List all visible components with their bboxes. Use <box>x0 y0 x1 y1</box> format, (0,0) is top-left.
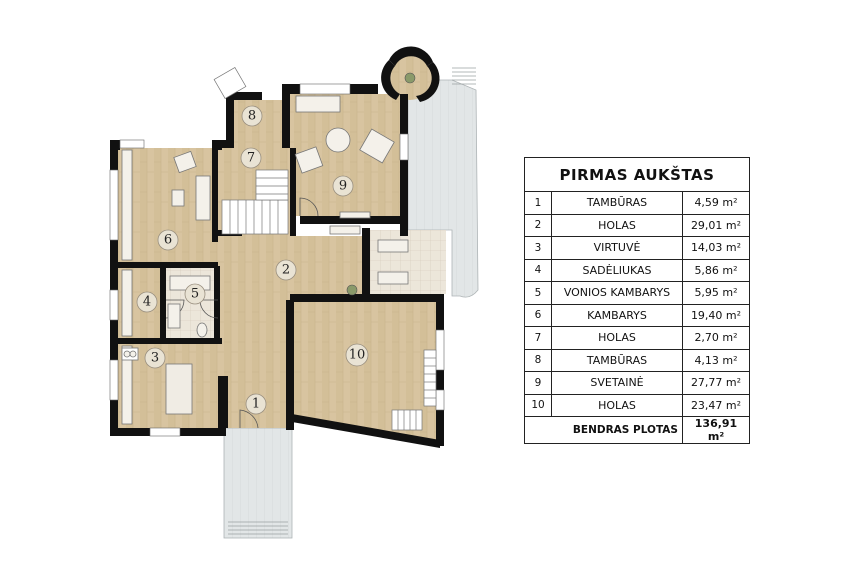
floor-plan: 1 2 3 4 5 6 7 8 9 10 <box>109 46 479 539</box>
plants <box>346 72 416 296</box>
room-label-2: 2 <box>275 259 297 281</box>
room-label-3: 3 <box>144 347 166 369</box>
room-label-1: 1 <box>245 393 267 415</box>
svg-text:2: 2 <box>282 263 290 278</box>
svg-text:5: 5 <box>191 287 199 302</box>
table-title: PIRMAS AUKŠTAS <box>524 157 750 192</box>
room-9-floor <box>290 94 408 216</box>
room-label-10: 10 <box>345 343 369 367</box>
entry-steps-room-8 <box>213 66 247 100</box>
svg-text:9: 9 <box>339 179 347 194</box>
staircase <box>221 169 289 235</box>
right-terrace <box>407 79 479 298</box>
room-1-floor <box>222 342 292 428</box>
svg-text:1: 1 <box>252 397 260 412</box>
porch-steps <box>228 521 288 535</box>
room-label-9: 9 <box>332 175 354 197</box>
room-8-floor <box>234 100 284 148</box>
room-labels: 1 2 3 4 5 6 7 8 9 10 <box>136 105 369 415</box>
terrace-steps <box>452 67 476 85</box>
svg-text:10: 10 <box>349 348 366 363</box>
total-label: BENDRAS PLOTAS <box>524 416 683 444</box>
room-label-4: 4 <box>136 291 158 313</box>
room-label-7: 7 <box>240 147 262 169</box>
windows <box>109 83 445 437</box>
room-label-8: 8 <box>241 105 263 127</box>
room-label-6: 6 <box>157 229 179 251</box>
svg-text:3: 3 <box>151 351 159 366</box>
total-value: 136,91 m² <box>682 416 750 444</box>
svg-text:4: 4 <box>143 295 151 310</box>
svg-text:6: 6 <box>164 233 172 248</box>
entrance-porch <box>223 427 293 539</box>
room-2-floor <box>218 236 370 342</box>
stairs-room-10 <box>391 349 437 431</box>
room-label-5: 5 <box>184 283 206 305</box>
svg-text:8: 8 <box>248 109 256 124</box>
svg-text:7: 7 <box>247 151 255 166</box>
furniture <box>121 95 409 425</box>
room-10-floor <box>292 300 440 444</box>
